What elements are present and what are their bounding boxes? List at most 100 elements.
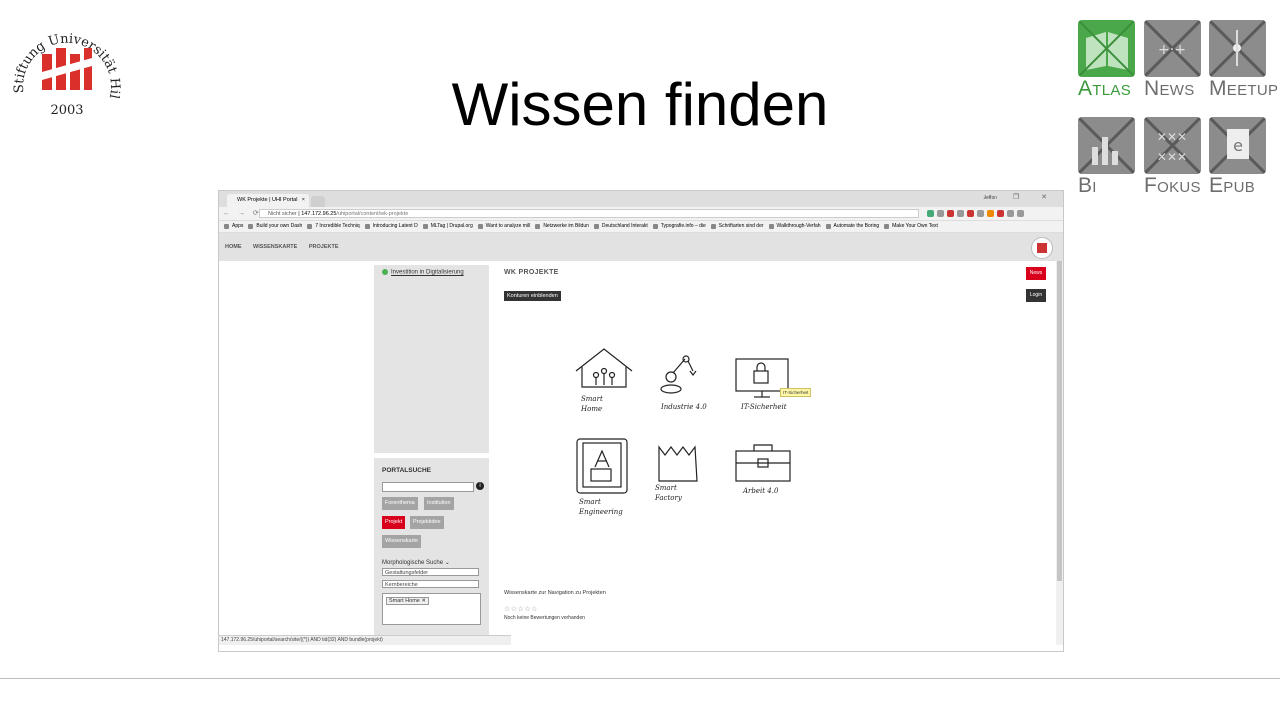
bookmark-item[interactable]: Automate the Boring: [825, 221, 879, 232]
factory-sketch-icon[interactable]: [657, 443, 701, 485]
login-button[interactable]: Login: [1026, 289, 1046, 302]
url-host: 147.172.96.25: [301, 211, 337, 217]
security-indicator[interactable]: Nicht sicher: [268, 211, 297, 217]
check-icon: [382, 269, 388, 275]
selected-tag[interactable]: Smart Home ✕: [386, 597, 430, 605]
page-title: WK PROJEKTE: [504, 269, 559, 276]
app-tile-atlas[interactable]: Atlas: [1078, 20, 1135, 101]
bookmark-item[interactable]: Walkthrough-Verfah: [768, 221, 821, 232]
map-label-arbeit: Arbeit 4.0: [743, 487, 779, 495]
bookmark-item[interactable]: Schriftarten sind der: [710, 221, 764, 232]
bookmark-item[interactable]: Netzwerke im Bildun: [535, 221, 589, 232]
info-icon[interactable]: i: [476, 482, 484, 490]
filter-chip-projekt[interactable]: Projekt: [382, 516, 406, 529]
app-tile-bi[interactable]: Bi: [1078, 117, 1135, 198]
bookmark-item[interactable]: Introducing Latent D: [364, 221, 418, 232]
morph-search-toggle[interactable]: Morphologische Suche ⌄: [382, 560, 450, 566]
logo-year: 2003: [50, 103, 83, 118]
investment-link[interactable]: Investition in Digitalisierung: [382, 269, 464, 276]
nav-buttons[interactable]: ← → ⟳: [223, 210, 262, 217]
news-button[interactable]: News: [1026, 267, 1046, 280]
tag-select[interactable]: Smart Home ✕: [382, 593, 481, 625]
map-description: Wissenskarte zur Navigation zu Projekten: [504, 590, 606, 596]
app-tile-fokus[interactable]: ✕✕✕ ✕✕✕ Fokus: [1144, 117, 1201, 198]
url-input[interactable]: Nicht sicher | 147.172.96.25/uhiportal/c…: [259, 209, 919, 218]
portal-search-panel: PORTALSUCHE i Forenthema Institution Pro…: [374, 458, 489, 645]
site-logo[interactable]: [1031, 237, 1053, 259]
page-content: Investition in Digitalisierung PORTALSUC…: [219, 261, 1063, 645]
bookmark-item[interactable]: Deutschland Interakt: [593, 221, 648, 232]
svg-text:e: e: [1233, 136, 1243, 155]
kernbereiche-select[interactable]: Kernbereiche: [382, 580, 479, 588]
bi-icon: [1078, 117, 1135, 174]
rating-stars[interactable]: ☆☆☆☆☆: [504, 606, 538, 613]
sidebar-block: Investition in Digitalisierung: [374, 265, 489, 453]
bookmark-item[interactable]: Want to analyze mill: [477, 221, 530, 232]
university-logo: Stiftung Universität Hildesheim 2003: [6, 7, 122, 122]
scrollbar-thumb[interactable]: [1057, 261, 1062, 581]
app-label: Meetup: [1209, 77, 1279, 100]
page-scrollbar[interactable]: [1056, 261, 1063, 645]
address-bar: ← → ⟳ Nicht sicher | 147.172.96.25/uhipo…: [219, 207, 1063, 221]
news-icon: +·+: [1144, 20, 1201, 77]
bookmark-item[interactable]: 7 Incredible Techniq: [307, 221, 360, 232]
window-controls[interactable]: — ❐ ✕: [983, 194, 1057, 201]
house-sketch-icon[interactable]: [574, 347, 634, 394]
portal-search-input[interactable]: [382, 482, 474, 492]
briefcase-sketch-icon[interactable]: [734, 443, 794, 485]
robot-arm-sketch-icon[interactable]: [659, 353, 699, 397]
portal-search-title: PORTALSUCHE: [382, 467, 431, 474]
filter-chip-forenthema[interactable]: Forenthema: [382, 497, 418, 510]
app-label: Atlas: [1078, 77, 1132, 100]
filter-chip-projektidee[interactable]: Projektidee: [410, 516, 444, 529]
chevron-down-icon: ⌄: [444, 560, 450, 566]
nav-home[interactable]: HOME: [225, 244, 242, 250]
slide-divider: [0, 678, 1280, 679]
blueprint-sketch-icon[interactable]: [575, 437, 631, 497]
browser-window: WK Projekte | UHI Portal × Jeffan — ❐ ✕ …: [218, 190, 1064, 652]
fokus-icon: ✕✕✕ ✕✕✕: [1144, 117, 1201, 174]
bookmarks-bar: Apps Build your own Dash 7 Incredible Tech…: [219, 221, 1063, 233]
nav-projekte[interactable]: PROJEKTE: [308, 244, 339, 250]
map-label-smart-factory: Smart Factory: [655, 484, 682, 502]
site-navbar: HOME WISSENSKARTE PROJEKTE: [219, 233, 1063, 261]
extension-icons[interactable]: [927, 210, 1057, 218]
app-tile-news[interactable]: +·+ News: [1144, 20, 1201, 101]
app-tile-epub[interactable]: e Epub: [1209, 117, 1266, 198]
app-label: Bi: [1078, 174, 1097, 197]
show-contours-button[interactable]: Konturen einblenden: [504, 291, 561, 301]
map-label-smart-home: Smart Home: [581, 395, 603, 413]
bookmark-item[interactable]: Make Your Own Text: [884, 221, 938, 232]
monitor-lock-sketch-icon[interactable]: [734, 357, 792, 401]
epub-icon: e: [1209, 117, 1266, 174]
app-label: Epub: [1209, 174, 1256, 197]
app-label: News: [1144, 77, 1195, 100]
url-path: /uhiportal/content/wk-projekte: [336, 211, 409, 217]
filter-chip-wissenskarte[interactable]: Wissenskarte: [382, 535, 422, 548]
bookmark-item[interactable]: MLTag | Drupal.org: [422, 221, 473, 232]
filter-chip-institution[interactable]: Institution: [424, 497, 454, 510]
profile-name[interactable]: Jeffan: [983, 195, 997, 201]
nav-wissenskarte[interactable]: WISSENSKARTE: [253, 244, 298, 250]
map-label-smart-engineering: Smart Engineering: [579, 498, 623, 516]
status-bar: 147.172.96.25/uhiportal/search/site/((*)…: [219, 635, 511, 645]
app-label: Fokus: [1144, 174, 1201, 197]
rating-status: Noch keine Bewertungen vorhanden: [504, 615, 585, 621]
gestaltungsfelder-select[interactable]: Gestaltungsfelder: [382, 568, 479, 576]
app-tile-meetup[interactable]: Meetup: [1209, 20, 1279, 101]
map-label-industrie: Industrie 4.0: [661, 403, 707, 411]
atlas-icon: [1078, 20, 1135, 77]
meetup-icon: [1209, 20, 1266, 77]
svg-text:✕✕✕: ✕✕✕: [1157, 130, 1187, 144]
tab-bar: WK Projekte | UHI Portal × Jeffan — ❐ ✕: [219, 191, 1063, 207]
apps-shortcut[interactable]: Apps: [224, 221, 243, 232]
browser-tab[interactable]: WK Projekte | UHI Portal ×: [227, 194, 309, 207]
new-tab-button[interactable]: [311, 196, 325, 207]
bookmark-item[interactable]: Typografie.info – die: [652, 221, 706, 232]
tab-title: WK Projekte | UHI Portal: [237, 197, 298, 203]
close-tab-icon[interactable]: ×: [301, 197, 305, 203]
map-label-it-sicherheit: IT-Sicherheit: [741, 403, 787, 411]
svg-text:✕✕✕: ✕✕✕: [1157, 150, 1187, 164]
svg-text:+·+: +·+: [1158, 42, 1186, 58]
bookmark-item[interactable]: Build your own Dash: [248, 221, 302, 232]
